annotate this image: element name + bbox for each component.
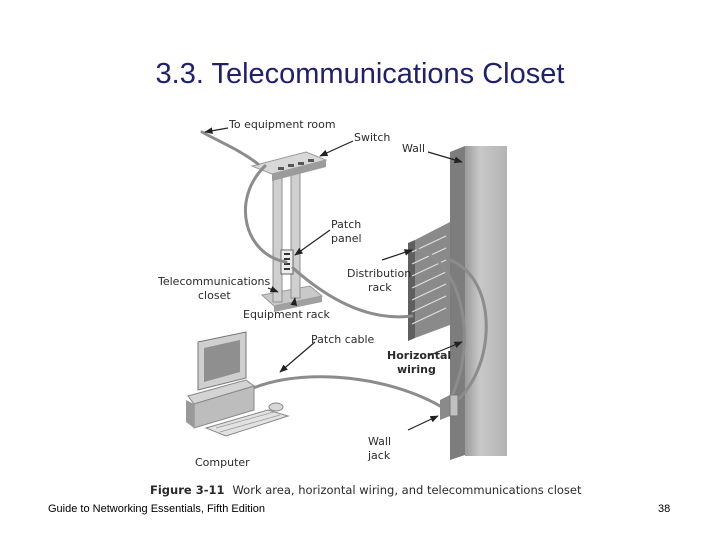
label-switch: Switch — [354, 131, 391, 144]
label-patch-panel-line2: panel — [331, 232, 362, 245]
label-patch-panel-line1: Patch — [331, 218, 362, 231]
arrow-patch-panel — [294, 229, 331, 256]
label-computer: Computer — [195, 456, 250, 469]
arrow-equipment-rack — [290, 297, 298, 307]
arrow-distribution-rack — [381, 249, 413, 261]
label-wall-jack-line2: jack — [368, 449, 391, 462]
slide-title: 3.3. Telecommunications Closet — [155, 58, 565, 90]
arrow-horizontal-wiring — [427, 341, 463, 357]
label-wall-jack-line1: Wall — [368, 435, 392, 448]
arrow-wall — [427, 151, 463, 164]
horizontal-wiring-graphic — [449, 258, 488, 404]
figure-caption-text: Work area, horizontal wiring, and teleco… — [232, 483, 582, 497]
label-telecom-closet-line2: closet — [198, 289, 231, 302]
label-telecom-closet-line1: Telecommunications — [158, 275, 271, 288]
figure-caption: Figure 3-11 Work area, horizontal wiring,… — [150, 483, 590, 497]
label-patch-cable: Patch cable — [311, 333, 375, 346]
arrow-patch-cable — [279, 341, 316, 373]
footer-source: Guide to Networking Essentials, Fifth Ed… — [48, 503, 266, 515]
label-distribution-rack-line2: rack — [368, 281, 392, 294]
equipment-rack-graphic — [250, 151, 328, 312]
arrow-switch — [319, 140, 354, 157]
distribution-rack-graphic — [408, 222, 450, 341]
diagram-graphic — [186, 127, 507, 460]
cables-graphic — [200, 130, 466, 408]
network-diagram-figure: To equipment room Switch Wall Patch pane… — [150, 110, 590, 502]
label-wall: Wall — [402, 142, 426, 155]
label-distribution-rack-line1: Distribution — [347, 267, 412, 280]
wall-jack-graphic — [440, 394, 459, 420]
arrow-to-equipment-room — [204, 127, 229, 135]
arrow-telecom-closet — [267, 286, 279, 293]
computer-graphic — [186, 331, 290, 437]
label-to-equipment-room: To equipment room — [229, 118, 336, 131]
label-horizontal-wiring-line2: wiring — [397, 363, 436, 376]
arrow-wall-jack — [407, 415, 439, 431]
page-number: 38 — [658, 503, 671, 515]
wall-graphic — [450, 146, 507, 460]
label-horizontal-wiring-line1: Horizontal — [387, 349, 452, 362]
label-equipment-rack: Equipment rack — [243, 308, 330, 321]
figure-caption-number: Figure 3-11 — [150, 483, 225, 497]
